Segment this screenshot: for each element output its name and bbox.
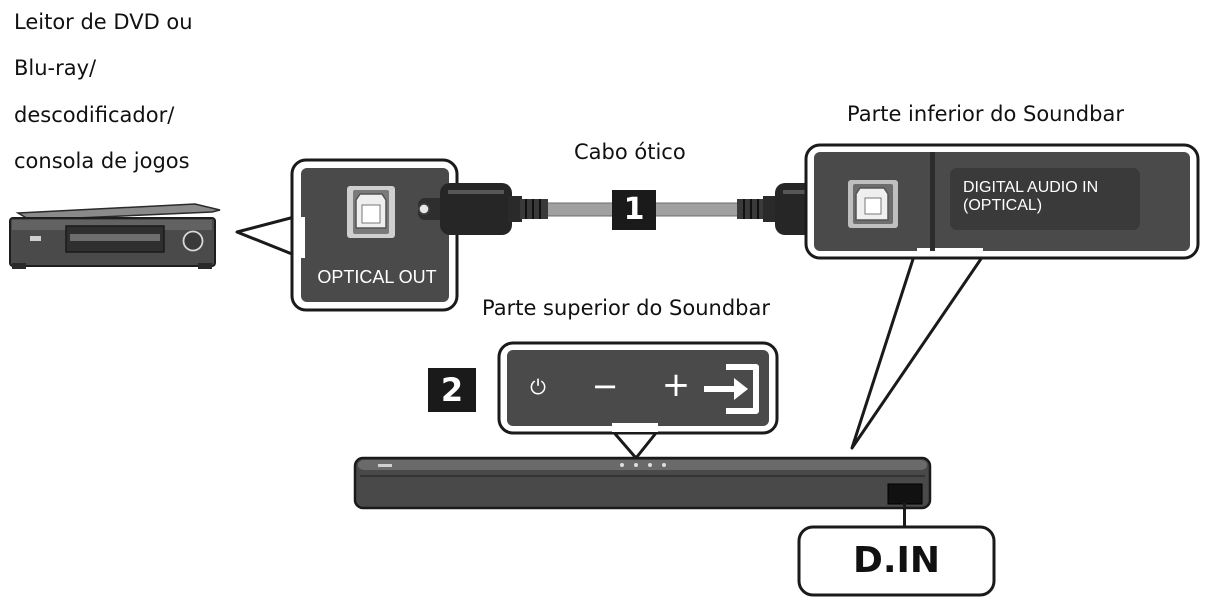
power-icon: ⏻: [530, 375, 546, 399]
digital-audio-in-callout: [804, 143, 1200, 450]
optical-out-port-icon: [347, 186, 395, 238]
step-1-badge: 1: [612, 190, 656, 230]
soundbar-illustration: [353, 456, 932, 528]
d-in-display-callout: [797, 525, 996, 597]
digital-audio-in-port-icon: [848, 180, 898, 228]
volume-up-icon: +: [661, 365, 691, 405]
source-device-label: Leitor de DVD ou Blu-ray/ descodificador…: [14, 10, 193, 173]
cable-label: Cabo ótico: [574, 140, 686, 164]
step-2-badge: 2: [428, 368, 476, 412]
optical-out-label: OPTICAL OUT: [317, 267, 437, 287]
source-input-icon: [704, 364, 759, 414]
cable-plug-left: [418, 183, 548, 235]
soundbar-top-label: Parte superior do Soundbar: [482, 296, 770, 320]
dvd-player-illustration: [9, 203, 221, 269]
top-controls-callout: [497, 341, 779, 460]
volume-down-icon: −: [591, 367, 619, 405]
soundbar-bottom-label: Parte inferior do Soundbar: [847, 102, 1124, 126]
optical-out-callout: [235, 158, 459, 312]
display-readout: D.IN: [852, 540, 941, 581]
digital-audio-in-label: DIGITAL AUDIO IN (OPTICAL): [963, 179, 1099, 214]
